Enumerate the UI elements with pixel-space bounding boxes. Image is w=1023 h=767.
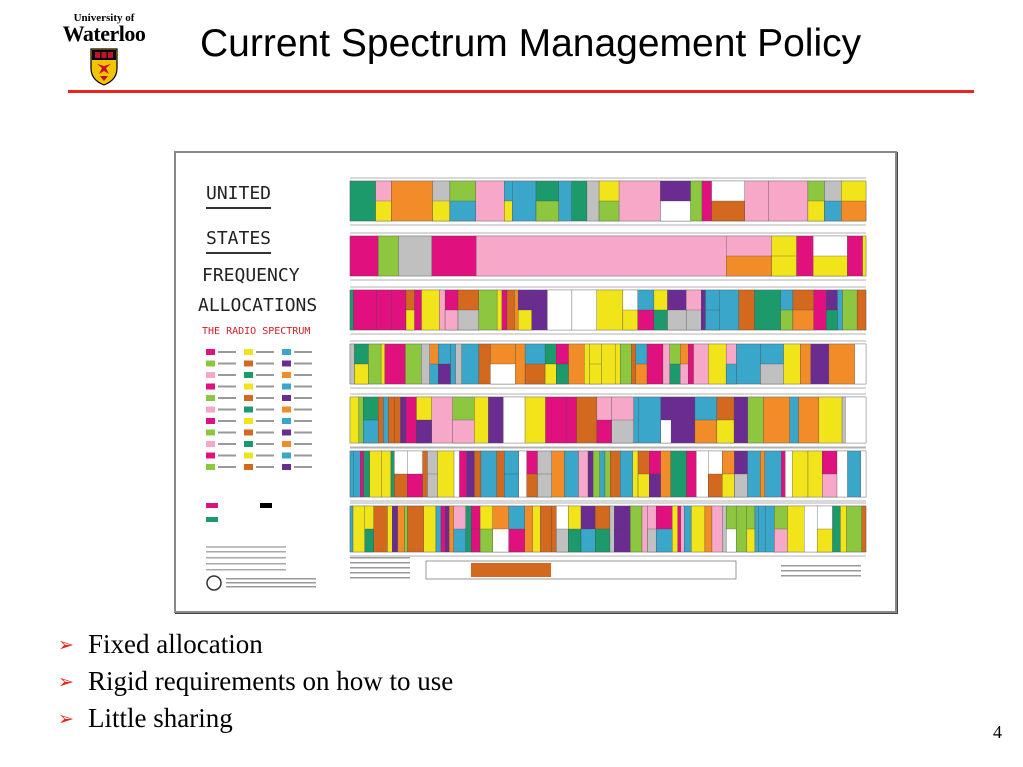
poster-title-line-4: ALLOCATIONS [198,295,318,316]
page-number: 4 [993,722,1002,742]
page-title: Current Spectrum Management Policy [200,22,862,65]
spectrum-bands-graphic [206,177,867,591]
poster-title-line-3: FREQUENCY [202,265,300,286]
poster-title-line-2: STATES [206,228,272,254]
poster-title-line-1: UNITED [206,183,272,209]
bullet-item: ➢Little sharing [58,703,233,733]
university-logo: University of Waterloo [52,12,156,86]
title-divider [68,90,974,93]
arrow-bullet-icon: ➢ [58,633,74,656]
arrow-bullet-icon: ➢ [58,670,74,693]
crest-icon [90,48,118,86]
poster-subtitle: THE RADIO SPECTRUM [202,326,311,337]
bullet-item: ➢Rigid requirements on how to use [58,666,454,696]
bullet-list: ➢Fixed allocation ➢Rigid requirements on… [58,626,453,737]
bullet-item: ➢Fixed allocation [58,629,263,659]
logo-university-text: University of [73,12,135,24]
arrow-bullet-icon: ➢ [58,707,74,730]
frequency-allocation-chart-image: UNITED STATES FREQUENCY ALLOCATIONS THE … [174,151,897,613]
logo-waterloo-text: Waterloo [62,21,146,46]
